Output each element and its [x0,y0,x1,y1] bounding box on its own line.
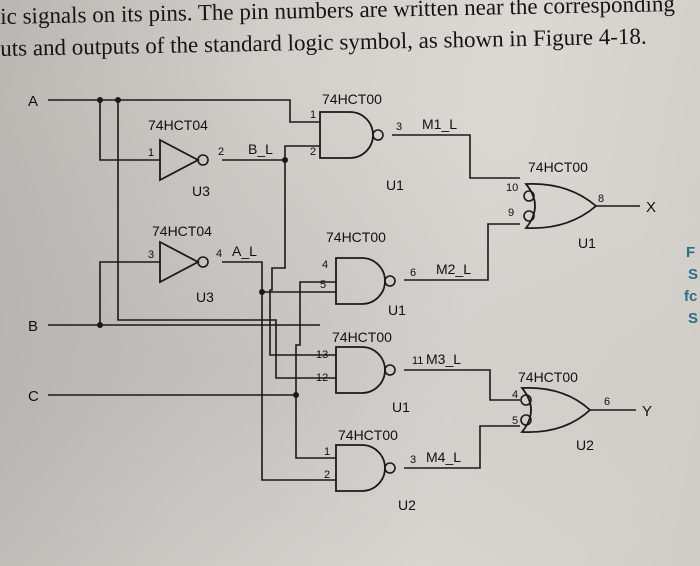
wire-m3-l [404,369,520,401]
pin-nand1-out: 3 [396,121,402,133]
pin-nand2-out: 6 [410,267,416,279]
wire-m4-l [404,425,520,469]
pin-inv1-out: 2 [218,146,224,158]
pin-nand3-a: 13 [316,349,328,361]
pin-nand1-b: 2 [310,146,316,158]
pin-nand4-out: 3 [410,454,416,466]
wire-b-to-inv2 [99,261,160,325]
junction-a-2 [115,97,121,103]
nand-gate-3 [335,346,396,394]
unit-label-or2: U2 [576,437,594,453]
pin-or2-out: 6 [604,396,610,408]
unit-label-nand3: U1 [392,399,410,415]
or-gate-1 [523,182,598,230]
edge-letter-4: S [688,310,699,327]
unit-label-inv1: U3 [192,183,210,199]
signal-a-l: A_L [232,243,257,259]
pin-nand3-b: 12 [316,372,328,384]
nand-gate-2 [335,257,396,305]
chip-label-inv2: 74HCT04 [152,223,212,239]
nand-gate-4 [335,444,396,492]
wire-b-l [222,145,320,161]
wire-a-to-inv1 [99,100,160,161]
junction-b [97,322,103,328]
pin-or1-a: 10 [506,182,518,194]
chip-label-inv1: 74HCT04 [148,117,208,133]
junction-c [293,392,299,398]
pin-nand4-a: 1 [324,446,330,458]
chip-label-nand4: 74HCT00 [338,427,398,443]
pin-inv2-out: 4 [216,248,222,260]
wire-b-l-to-nand3 [269,160,336,356]
signal-m1-l: M1_L [422,116,457,132]
inverter-gate-1 [159,138,209,182]
chip-label-or2: 74HCT00 [518,369,578,385]
page-shadow [0,70,700,566]
wire-a-l [222,261,336,293]
unit-label-nand2: U1 [388,302,406,318]
edge-letter-2: S [688,266,699,283]
junction-b-l [282,157,288,163]
pin-or2-b: 5 [512,415,518,427]
pin-or2-a: 4 [512,389,518,401]
unit-label-inv2: U3 [196,289,214,305]
input-b-label: B [28,318,38,335]
wire-m2-l [404,223,520,281]
pin-nand4-b: 2 [324,469,330,481]
unit-label-nand4: U2 [398,497,416,513]
wire-c-to-nand2 [295,281,336,395]
pin-inv1-in: 1 [148,147,154,159]
chip-label-nand2: 74HCT00 [326,229,386,245]
nand-gate-1 [319,111,384,159]
wire-a-to-nand3 [117,100,336,379]
junction-a-1 [97,97,103,103]
unit-label-nand1: U1 [386,177,404,193]
wire-a-l-to-nand4 [261,292,336,481]
pin-nand2-a: 4 [322,259,328,271]
or-gate-2 [520,386,592,434]
input-a-label: A [28,93,38,110]
input-c-label: C [28,388,39,405]
output-y-label: Y [642,403,652,420]
chip-label-nand1: 74HCT00 [322,91,382,107]
unit-label-or1: U1 [578,235,596,251]
pin-nand3-out: 11 [412,355,423,367]
signal-m3-l: M3_L [426,351,461,367]
wire-a [48,99,320,123]
inverter-gate-2 [159,240,209,284]
edge-letter-1: F [686,244,696,261]
wire-m1-l [392,134,520,179]
signal-m2-l: M2_L [436,261,471,277]
pin-nand1-a: 1 [310,109,316,121]
chip-label-nand3: 74HCT00 [332,329,392,345]
chip-label-or1: 74HCT00 [528,159,588,175]
pin-nand2-b: 5 [320,279,326,291]
pin-inv2-in: 3 [148,249,154,261]
pin-or1-b: 9 [508,207,514,219]
wire-c-to-nand4 [295,395,336,459]
signal-b-l: B_L [248,141,273,157]
edge-letter-3: fc [684,288,698,305]
signal-m4-l: M4_L [426,449,461,465]
junction-a-l [259,289,265,295]
output-x-label: X [646,199,656,216]
pin-or1-out: 8 [598,193,604,205]
